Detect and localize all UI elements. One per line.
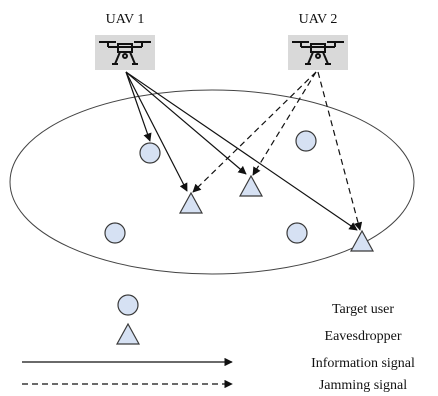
coverage-area-ellipse bbox=[9, 89, 415, 275]
information-signal-arrow bbox=[125, 71, 358, 231]
eavesdropper-node bbox=[178, 191, 204, 214]
legend-eavesdropper-label: Eavesdropper bbox=[325, 329, 402, 344]
legend-eavesdropper-icon bbox=[115, 322, 141, 345]
information-signal-arrow bbox=[125, 71, 152, 142]
eavesdropper-node bbox=[238, 174, 264, 197]
legend-jamming-signal-label: Jamming signal bbox=[319, 378, 407, 393]
information-signal-arrow bbox=[125, 71, 188, 192]
target-user-node bbox=[295, 130, 317, 152]
uav-2-label: UAV 2 bbox=[299, 12, 338, 27]
legend-target-user-label: Target user bbox=[332, 302, 394, 317]
target-user-node bbox=[286, 222, 308, 244]
target-user-node bbox=[104, 222, 126, 244]
legend: Target user Eavesdropper Information sig… bbox=[22, 294, 415, 393]
eavesdropper-node bbox=[349, 229, 375, 252]
jamming-signal-arrow bbox=[317, 71, 363, 231]
jamming-signal-arrow bbox=[192, 71, 317, 193]
jamming-signal-arrow bbox=[252, 71, 317, 176]
uav-1-drone-icon bbox=[95, 35, 155, 70]
uav-2-drone-icon bbox=[288, 35, 348, 70]
legend-target-user-icon bbox=[117, 294, 139, 316]
information-signal-arrow bbox=[125, 71, 247, 175]
uav-1-label: UAV 1 bbox=[106, 12, 145, 27]
legend-information-signal-label: Information signal bbox=[311, 356, 415, 371]
target-user-node bbox=[139, 142, 161, 164]
